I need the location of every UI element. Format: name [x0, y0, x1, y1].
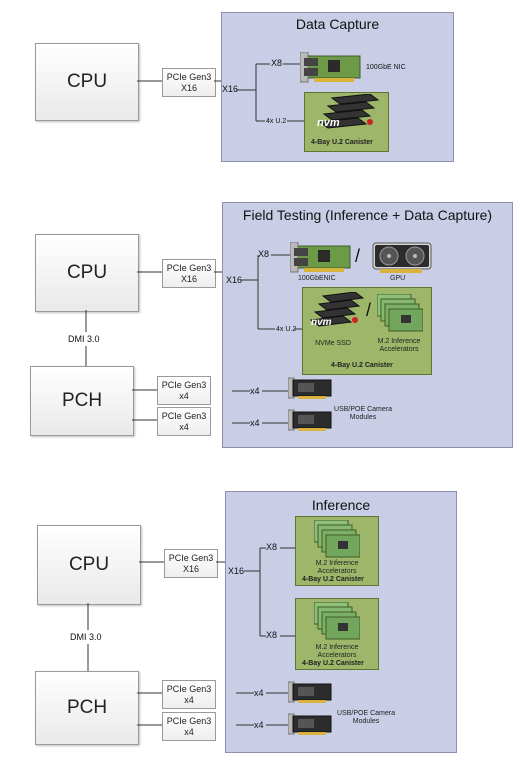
dmi-label: DMI 3.0 — [70, 632, 102, 642]
camera-card-icon — [287, 680, 332, 709]
x4-label: x4 — [250, 418, 260, 428]
x4-label: x4 — [254, 688, 264, 698]
cpu-box: CPU — [35, 43, 139, 121]
pch-label: PCH — [66, 697, 108, 718]
m2-accelerator-stack-icon — [313, 601, 361, 647]
m2-accelerator-stack-icon — [376, 293, 424, 339]
panel-title: Field Testing (Inference + Data Capture) — [242, 207, 493, 223]
nvme-ssd-stack-icon — [312, 93, 382, 143]
field-testing-panel: Field Testing (Inference + Data Capture) — [222, 202, 513, 448]
camera-label: USB/POE Camera Modules — [334, 406, 392, 421]
camera-card-icon — [287, 712, 332, 741]
nic-card-icon — [299, 51, 362, 89]
canister-title: 4-Bay U.2 Canister — [302, 576, 364, 583]
u2-label: 4x U.2 — [276, 326, 297, 333]
nic-label: 100GbENIC — [298, 275, 336, 282]
u2-label: 4x U.2 — [266, 118, 287, 125]
nvme-ssd-stack-icon — [309, 291, 367, 341]
gpu-card-icon — [372, 240, 434, 279]
pch-label: PCH — [61, 390, 103, 411]
camera-card-icon — [287, 376, 332, 405]
m2-accelerator-stack-icon — [313, 519, 361, 565]
canister-title: 4-Bay U.2 Canister — [302, 660, 364, 667]
m2-label: M.2 Inference Accelerators — [315, 644, 359, 659]
nvm-logo-text: nvm — [317, 117, 340, 129]
cpu-label: CPU — [66, 71, 108, 92]
pch-box: PCH — [30, 366, 134, 436]
nvme-label: NVMe SSD — [315, 340, 351, 347]
x4-label: x4 — [254, 720, 264, 730]
cpu-label: CPU — [66, 262, 108, 283]
x8-label: X8 — [258, 249, 270, 259]
u2-canister: M.2 Inference Accelerators 4-Bay U.2 Can… — [295, 516, 379, 586]
slash-separator: / — [366, 300, 372, 320]
x16-label: X16 — [226, 275, 243, 285]
pch-box: PCH — [35, 671, 139, 745]
m2-label: M.2 Inference Accelerators — [315, 560, 359, 575]
gpu-label: GPU — [390, 275, 406, 282]
cpu-box: CPU — [35, 234, 139, 312]
x8-label: X8 — [266, 630, 278, 640]
nvm-logo-text: nvm — [311, 317, 332, 328]
panel-title: Inference — [311, 497, 371, 513]
nic-card-icon — [289, 241, 352, 279]
slash-separator: / — [355, 246, 361, 266]
x8-label: X8 — [266, 542, 278, 552]
camera-card-icon — [287, 408, 332, 437]
u2-canister: nvm 4-Bay U.2 Canister — [304, 92, 389, 152]
canister-title: 4-Bay U.2 Canister — [311, 139, 373, 146]
u2-canister: M.2 Inference Accelerators 4-Bay U.2 Can… — [295, 598, 379, 670]
cpu-box: CPU — [37, 525, 141, 605]
m2-label: M.2 Inference Accelerators — [377, 338, 421, 353]
panel-title: Data Capture — [295, 16, 380, 32]
x8-label: X8 — [271, 58, 283, 68]
x16-label: X16 — [228, 566, 245, 576]
x16-label: X16 — [222, 84, 239, 94]
canister-title: 4-Bay U.2 Canister — [331, 362, 393, 369]
u2-canister: nvm / NVMe SSD M.2 Inference Accelerator… — [302, 287, 432, 375]
dmi-label: DMI 3.0 — [68, 334, 100, 344]
x4-label: x4 — [250, 386, 260, 396]
nic-label: 100GbE NIC — [366, 64, 406, 71]
camera-label: USB/POE Camera Modules — [337, 710, 395, 725]
cpu-label: CPU — [68, 554, 110, 575]
